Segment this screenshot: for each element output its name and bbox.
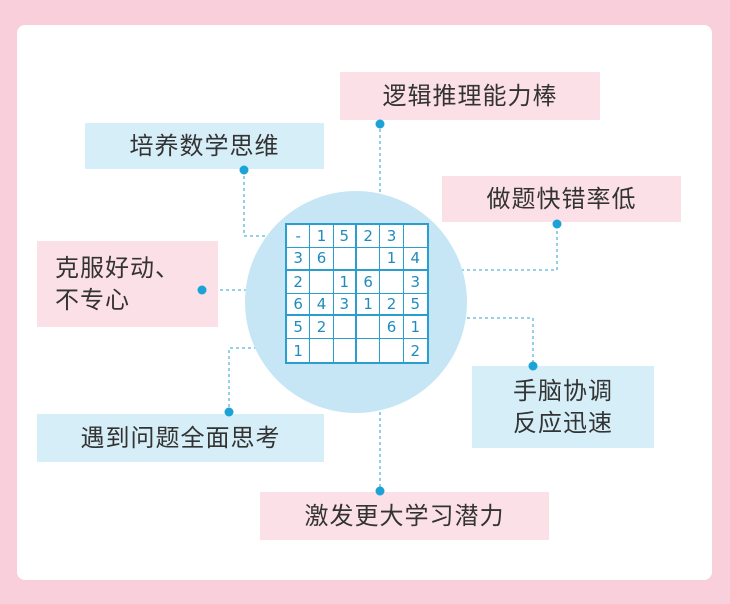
sudoku-cell [333, 247, 357, 271]
sudoku-cell: 2 [380, 293, 404, 317]
label-learning-potential: 激发更大学习潜力 [260, 492, 549, 540]
label-fast-accurate: 做题快错率低 [442, 176, 681, 222]
sudoku-cell [310, 270, 334, 294]
sudoku-cell: 6 [287, 293, 311, 317]
dot-speed [552, 219, 562, 229]
sudoku-cell: 2 [357, 225, 381, 248]
sudoku-cell [357, 339, 381, 362]
sudoku-cell [310, 339, 334, 362]
sudoku-cell: 6 [310, 247, 334, 271]
sudoku-cell: 3 [333, 293, 357, 317]
sudoku-cell: 1 [310, 225, 334, 248]
sudoku-cell [403, 225, 427, 248]
dot-think [224, 407, 234, 417]
sudoku-cell [380, 270, 404, 294]
sudoku-cell: 3 [380, 225, 404, 248]
sudoku-cell: 5 [403, 294, 427, 317]
sudoku-cell: 1 [403, 316, 427, 340]
dot-focus [197, 285, 207, 295]
sudoku-cell: 3 [287, 247, 311, 271]
sudoku-cell: 1 [380, 247, 404, 271]
label-think-comprehensively: 遇到问题全面思考 [37, 414, 324, 462]
sudoku-cell: 2 [287, 270, 311, 294]
focus-line-2: 不专心 [55, 286, 130, 314]
sudoku-cell: 5 [287, 316, 311, 340]
label-math-thinking: 培养数学思维 [85, 123, 324, 169]
sudoku-cell: 2 [310, 316, 334, 340]
label-hand-brain-coordination: 手脑协调 反应迅速 [472, 366, 654, 448]
dot-logic [375, 119, 385, 129]
coord-line-1: 手脑协调 [513, 377, 613, 405]
sudoku-cell: 4 [403, 248, 427, 271]
connector-coord [449, 317, 534, 364]
coord-line-2: 反应迅速 [513, 409, 613, 437]
sudoku-cell: 1 [287, 339, 311, 362]
label-overcome-distraction: 克服好动、 不专心 [37, 241, 218, 327]
dot-math [239, 165, 249, 175]
sudoku-cell: 6 [380, 316, 404, 340]
sudoku-cell: 5 [333, 225, 357, 248]
dot-potential [375, 486, 385, 496]
sudoku-cell [380, 339, 404, 362]
sudoku-cell: 1 [357, 293, 381, 317]
sudoku-cell [334, 339, 357, 362]
sudoku-cell: 1 [333, 270, 357, 294]
sudoku-cell [333, 316, 357, 340]
sudoku-cell: 2 [410, 341, 421, 360]
sudoku-cell: - [287, 225, 311, 248]
sudoku-cell [357, 247, 381, 271]
dot-coord [528, 361, 538, 371]
focus-line-1: 克服好动、 [55, 254, 180, 282]
sudoku-cell: 6 [357, 270, 381, 294]
connector-speed [445, 225, 558, 271]
label-logic-reasoning: 逻辑推理能力棒 [340, 72, 600, 120]
sudoku-cell [357, 316, 381, 340]
sudoku-cell: 4 [310, 293, 334, 317]
sudoku-cell: 3 [403, 271, 427, 294]
